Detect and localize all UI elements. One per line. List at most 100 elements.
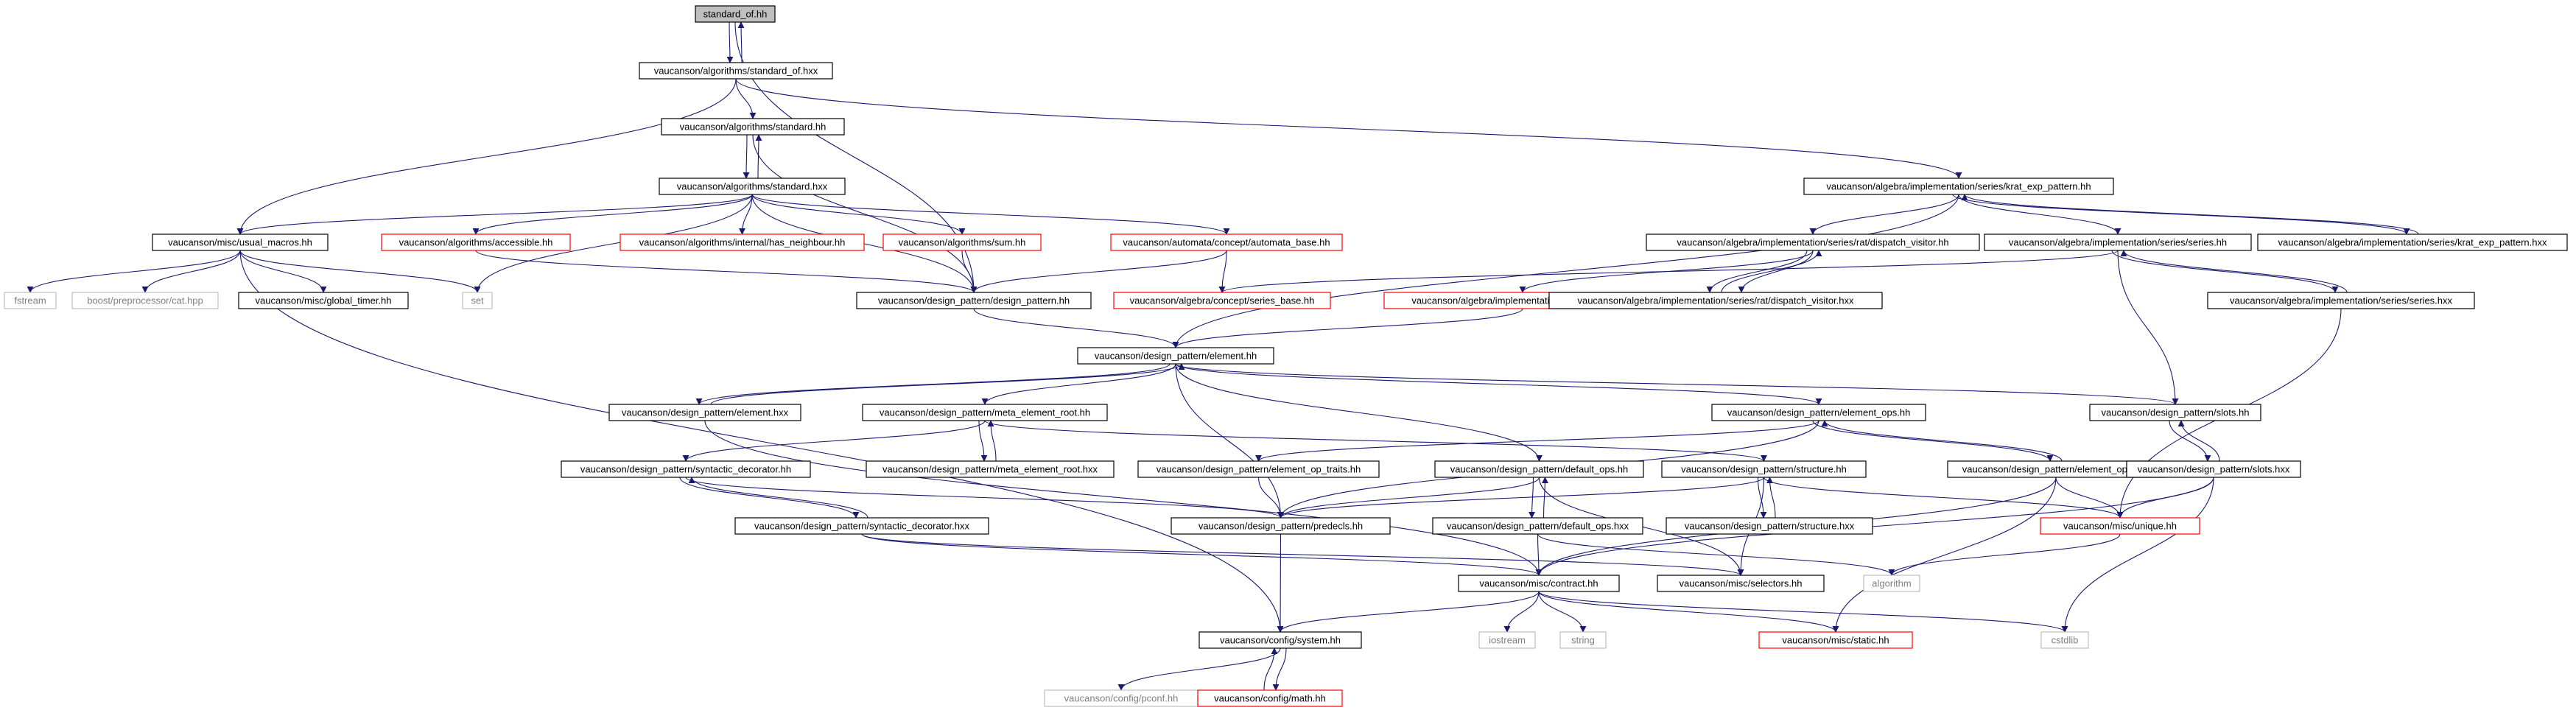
node-standard-hh[interactable]: vaucanson/algorithms/standard.hh — [661, 118, 845, 136]
edge-rat_exp-to-element_hh — [1172, 308, 1523, 348]
node-series-hxx[interactable]: vaucanson/algebra/implementation/series/… — [2207, 292, 2475, 309]
node-label: vaucanson/algorithms/sum.hh — [899, 237, 1026, 248]
node-label: vaucanson/config/math.hh — [1214, 693, 1326, 704]
edge-element_ops_hh-to-element_ops_hxx — [1812, 420, 2054, 462]
edge-contract-to-system — [1277, 591, 1540, 633]
node-string: string — [1559, 631, 1607, 649]
edge-default_ops_hxx-to-default_ops_hh — [1541, 477, 1548, 519]
edge-math-to-system — [1263, 647, 1278, 691]
edge-element_hxx-to-element_hh — [710, 363, 1185, 405]
edge-syntactic_decorator_hh-to-predecls — [685, 477, 1284, 519]
node-label: vaucanson/design_pattern/structure.hxx — [1685, 521, 1855, 532]
node-series-hh[interactable]: vaucanson/algebra/implementation/series/… — [1984, 233, 2252, 251]
edge-krat_exp_pattern_hh-to-series_hh — [1958, 194, 2121, 235]
node-default-ops-hh[interactable]: vaucanson/design_pattern/default_ops.hh — [1434, 460, 1644, 478]
edge-design_pattern_hh-to-element_hh — [973, 308, 1179, 348]
node-standard-of-hh[interactable]: standard_of.hh — [695, 5, 776, 23]
node-design-pattern-hh[interactable]: vaucanson/design_pattern/design_pattern.… — [856, 292, 1092, 309]
edge-standard_hxx-to-has_neighbour — [739, 194, 753, 235]
node-automata-base[interactable]: vaucanson/automata/concept/automata_base… — [1110, 233, 1343, 251]
node-element-op-traits[interactable]: vaucanson/design_pattern/element_op_trai… — [1137, 460, 1380, 478]
node-default-ops-hxx[interactable]: vaucanson/design_pattern/default_ops.hxx — [1432, 517, 1643, 535]
node-label: vaucanson/design_pattern/design_pattern.… — [878, 295, 1070, 306]
edge-slots_hxx-to-cstdlib — [2061, 477, 2214, 633]
node-contract[interactable]: vaucanson/misc/contract.hh — [1458, 575, 1620, 592]
node-dispatch-visitor-hxx[interactable]: vaucanson/algebra/implementation/series/… — [1548, 292, 1883, 309]
node-label: vaucanson/algebra/implementation/series/… — [1577, 295, 1854, 306]
node-label: vaucanson/config/system.hh — [1220, 635, 1341, 646]
node-usual-macros[interactable]: vaucanson/misc/usual_macros.hh — [152, 233, 329, 251]
edge-usual_macros-to-system — [239, 250, 1284, 633]
edge-usual_macros-to-set — [239, 250, 481, 293]
node-standard-hxx[interactable]: vaucanson/algorithms/standard.hxx — [659, 178, 846, 195]
node-selectors[interactable]: vaucanson/misc/selectors.hh — [1657, 575, 1825, 592]
edge-syntactic_decorator_hh-to-syntactic_decorator_hxx — [679, 477, 860, 519]
edge-meta_element_root_hxx-to-meta_element_root_hh — [987, 420, 997, 462]
node-syntactic-decorator-hh[interactable]: vaucanson/design_pattern/syntactic_decor… — [561, 460, 811, 478]
node-set: set — [462, 292, 493, 309]
node-structure-hh[interactable]: vaucanson/design_pattern/structure.hh — [1661, 460, 1867, 478]
node-element-hh[interactable]: vaucanson/design_pattern/element.hh — [1077, 347, 1274, 365]
node-meta-element-root-hh[interactable]: vaucanson/design_pattern/meta_element_ro… — [862, 404, 1108, 421]
edge-meta_element_root_hh-to-structure_hh — [984, 420, 1767, 462]
node-slots-hh[interactable]: vaucanson/design_pattern/slots.hh — [2089, 404, 2261, 421]
node-element-ops-hh[interactable]: vaucanson/design_pattern/element_ops.hh — [1711, 404, 1926, 421]
node-label: vaucanson/design_pattern/slots.hh — [2102, 407, 2250, 418]
edge-series_hxx-to-series_hh — [2120, 250, 2348, 293]
node-krat-exp-pattern-hxx[interactable]: vaucanson/algebra/implementation/series/… — [2257, 233, 2568, 251]
node-fstream: fstream — [4, 292, 57, 309]
node-element-hxx[interactable]: vaucanson/design_pattern/element.hxx — [608, 404, 801, 421]
edge-meta_element_root_hh-to-meta_element_root_hxx — [978, 420, 988, 462]
edge-standard_hxx-to-set — [474, 194, 753, 293]
node-label: vaucanson/design_pattern/slots.hxx — [2138, 464, 2290, 475]
node-label: vaucanson/design_pattern/predecls.hh — [1198, 521, 1363, 532]
edge-series_hh-to-series_hxx — [2111, 250, 2339, 293]
edge-standard_of_hxx-to-standard_hh — [735, 78, 757, 119]
node-element-ops-hxx[interactable]: vaucanson/design_pattern/element_ops.hxx — [1947, 460, 2165, 478]
edge-standard_hxx-to-automata_base — [751, 194, 1230, 235]
edge-structure_hxx-to-structure_hh — [1766, 477, 1776, 519]
edge-structure_hh-to-unique — [1763, 477, 2124, 519]
edge-element_hh-to-predecls — [1175, 363, 1284, 519]
node-math[interactable]: vaucanson/config/math.hh — [1197, 689, 1343, 707]
node-iostream: iostream — [1478, 631, 1536, 649]
edge-usual_macros-to-boost_cat — [141, 250, 241, 293]
edge-element_hh-to-default_ops_hh — [1175, 363, 1543, 462]
node-series-base[interactable]: vaucanson/algebra/concept/series_base.hh — [1113, 292, 1331, 309]
edge-element_ops_hxx-to-unique — [2055, 477, 2124, 519]
node-unique[interactable]: vaucanson/misc/unique.hh — [2040, 517, 2200, 535]
node-label: vaucanson/design_pattern/syntactic_decor… — [580, 464, 791, 475]
edge-predecls-to-system — [1277, 533, 1284, 633]
node-label: vaucanson/config/pconf.hh — [1064, 693, 1179, 704]
node-label: vaucanson/design_pattern/element_ops.hh — [1727, 407, 1911, 418]
node-meta-element-root-hxx[interactable]: vaucanson/design_pattern/meta_element_ro… — [866, 460, 1115, 478]
node-standard-of-hxx[interactable]: vaucanson/algorithms/standard_of.hxx — [639, 62, 833, 80]
node-system[interactable]: vaucanson/config/system.hh — [1198, 631, 1362, 649]
node-label: vaucanson/design_pattern/structure.hh — [1681, 464, 1847, 475]
node-label: vaucanson/misc/global_timer.hh — [256, 295, 392, 306]
edge-automata_base-to-design_pattern_hh — [970, 250, 1227, 293]
node-accessible[interactable]: vaucanson/algorithms/accessible.hh — [381, 233, 571, 251]
edge-system-to-math — [1272, 647, 1287, 691]
node-global-timer[interactable]: vaucanson/misc/global_timer.hh — [238, 292, 409, 309]
node-structure-hxx[interactable]: vaucanson/design_pattern/structure.hxx — [1666, 517, 1873, 535]
edge-element_hh-to-element_ops_hh — [1175, 363, 1822, 405]
node-label: vaucanson/design_pattern/element_op_trai… — [1157, 464, 1361, 475]
node-krat-exp-pattern-hh[interactable]: vaucanson/algebra/implementation/series/… — [1803, 178, 2114, 195]
node-dispatch-visitor-hh[interactable]: vaucanson/algebra/implementation/series/… — [1646, 233, 1980, 251]
node-label: iostream — [1489, 635, 1526, 646]
node-label: vaucanson/misc/unique.hh — [2063, 521, 2177, 532]
node-label: algorithm — [1872, 578, 1911, 589]
node-static[interactable]: vaucanson/misc/static.hh — [1758, 631, 1913, 649]
node-label: fstream — [14, 295, 46, 306]
node-label: vaucanson/misc/usual_macros.hh — [168, 237, 312, 248]
node-label: vaucanson/misc/static.hh — [1782, 635, 1889, 646]
node-has-neighbour[interactable]: vaucanson/algorithms/internal/has_neighb… — [620, 233, 865, 251]
node-label: vaucanson/algorithms/standard.hh — [680, 122, 827, 133]
node-syntactic-decorator-hxx[interactable]: vaucanson/design_pattern/syntactic_decor… — [734, 517, 989, 535]
node-slots-hxx[interactable]: vaucanson/design_pattern/slots.hxx — [2126, 460, 2301, 478]
node-predecls[interactable]: vaucanson/design_pattern/predecls.hh — [1171, 517, 1391, 535]
edge-standard_hxx-to-standard_hh — [755, 134, 762, 179]
node-sum[interactable]: vaucanson/algorithms/sum.hh — [882, 233, 1042, 251]
